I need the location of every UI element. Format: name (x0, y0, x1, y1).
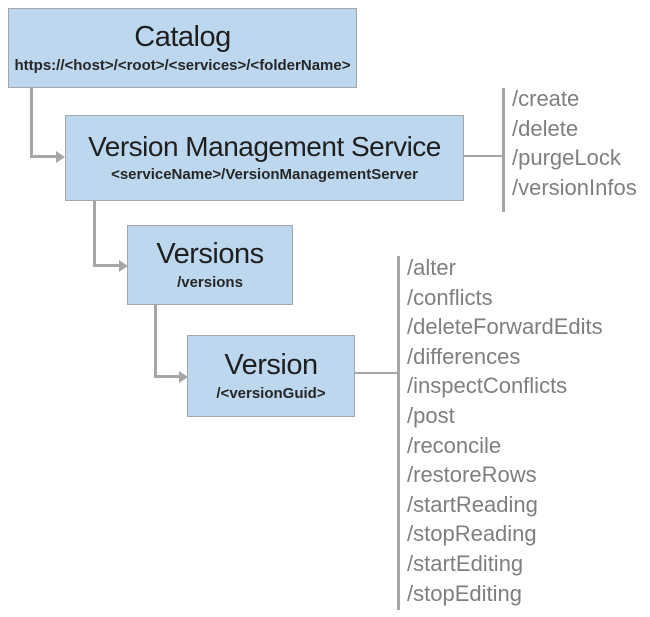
operation-item: /reconcile (407, 432, 502, 458)
node-catalog-title: Catalog (134, 20, 231, 53)
node-version-management-service-subtitle: <serviceName>/VersionManagementServer (111, 166, 418, 184)
operation-item: /purgeLock (512, 145, 621, 170)
operation-item: /restoreRows (407, 462, 537, 488)
operations-separator-bar-version (397, 256, 400, 610)
node-version-management-service: Version Management Service <serviceName>… (65, 115, 464, 201)
operation-item: /alter (407, 255, 456, 280)
operation-item: /startEditing (407, 550, 524, 576)
connector-catalog-to-vms-horizontal (30, 155, 57, 158)
node-versions: Versions /versions (127, 225, 293, 305)
operation-item: /stopEditing (407, 580, 522, 606)
operations-list-version-management-service: /create /delete /purgeLock /versionInfos (512, 84, 637, 202)
arrowhead-catalog-to-vms (56, 150, 65, 163)
node-versions-subtitle: /versions (177, 273, 243, 291)
operation-item: /differences (407, 343, 521, 369)
operation-item: /create (512, 86, 580, 111)
operation-item: /deleteForwardEdits (407, 314, 603, 340)
operation-item: /inspectConflicts (407, 373, 568, 399)
operation-item: /versionInfos (512, 174, 637, 200)
operation-item: /startReading (407, 491, 538, 517)
operation-item: /stopReading (407, 521, 537, 547)
operation-item: /conflicts (407, 284, 493, 310)
connector-versions-to-version-horizontal (154, 375, 180, 378)
node-catalog: Catalog https://<host>/<root>/<services>… (8, 8, 357, 88)
operations-list-version: /alter /conflicts /deleteForwardEdits /d… (407, 253, 603, 608)
arrowhead-versions-to-version (179, 370, 188, 383)
connector-vms-to-versions-horizontal (93, 264, 120, 267)
connector-version-to-operations (355, 372, 398, 374)
operation-item: /delete (512, 115, 579, 141)
connector-versions-to-version-vertical (154, 304, 157, 378)
node-versions-title: Versions (156, 237, 264, 270)
node-catalog-subtitle: https://<host>/<root>/<services>/<folder… (14, 56, 351, 74)
node-version-title: Version (224, 348, 318, 381)
connector-catalog-to-vms-vertical (30, 88, 33, 158)
connector-vms-to-versions-vertical (93, 200, 96, 267)
node-version-management-service-title: Version Management Service (88, 131, 441, 163)
node-version: Version /<versionGuid> (187, 335, 355, 417)
operation-item: /post (407, 402, 455, 428)
arrowhead-vms-to-versions (119, 259, 128, 272)
node-version-subtitle: /<versionGuid> (216, 384, 326, 402)
connector-vms-to-operations (464, 155, 503, 157)
operations-separator-bar-vms (502, 88, 505, 212)
